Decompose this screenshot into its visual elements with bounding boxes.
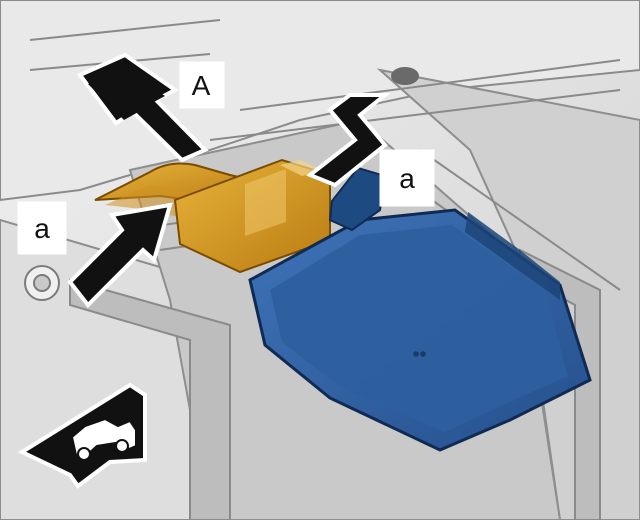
callout-left-text: a bbox=[34, 213, 50, 244]
arrow-direction-bottom bbox=[17, 382, 147, 489]
callout-main: A bbox=[179, 61, 225, 109]
callout-left: a bbox=[17, 201, 67, 255]
callout-top: a bbox=[379, 149, 435, 207]
bolt-top bbox=[391, 67, 419, 85]
control-module bbox=[248, 166, 592, 452]
callout-top-text: a bbox=[399, 163, 415, 194]
arrow-top bbox=[306, 93, 391, 188]
bolt-left bbox=[24, 265, 60, 301]
arrow-main bbox=[76, 52, 209, 163]
callout-main-text: A bbox=[192, 70, 211, 101]
rail-left bbox=[69, 278, 231, 520]
wire-connector bbox=[173, 158, 331, 274]
arrow-left bbox=[67, 202, 173, 309]
